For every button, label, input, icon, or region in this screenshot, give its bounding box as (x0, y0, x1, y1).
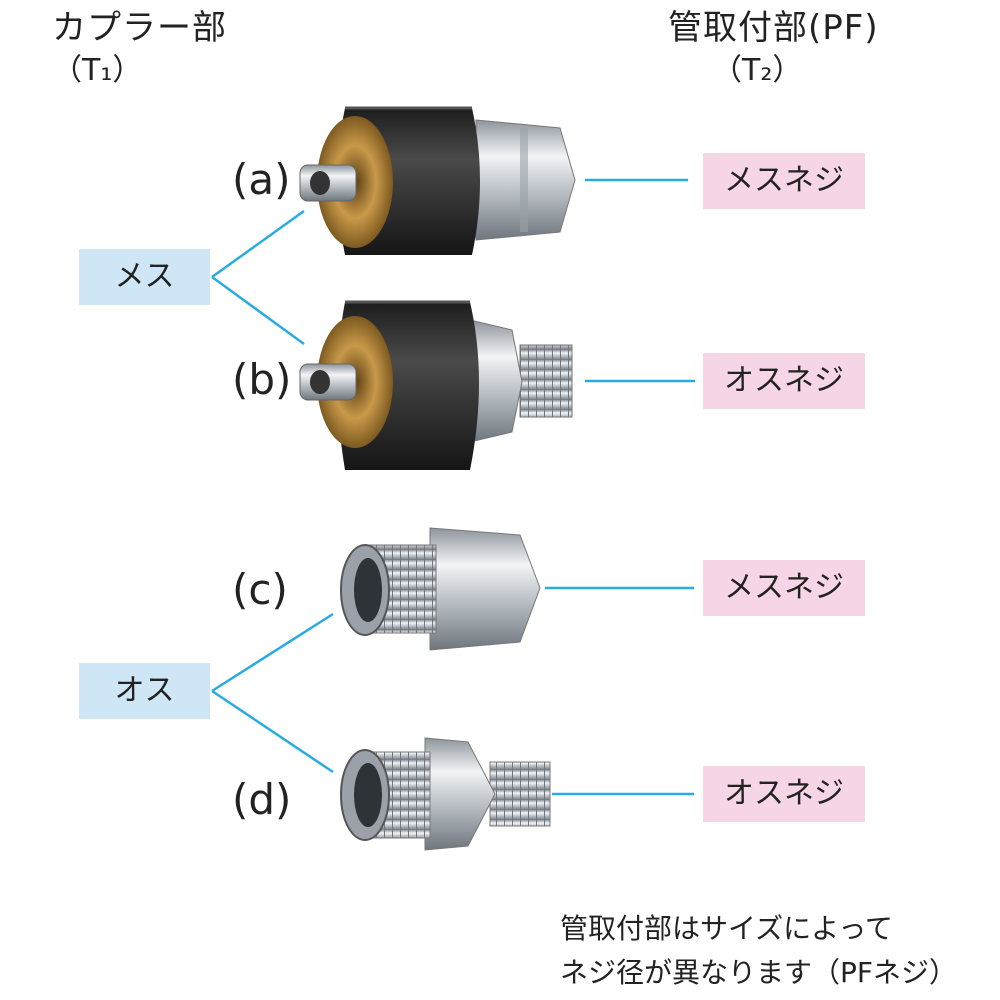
fitting-a-image (299, 106, 576, 255)
note-line-1: 管取付部はサイズによって (560, 912, 893, 945)
connector-lines (211, 178, 695, 796)
label-d: (d) (232, 775, 292, 824)
group-female-box: メス (79, 249, 210, 305)
fitting-b-image (299, 300, 573, 470)
thread-box-d: オスネジ (703, 766, 865, 822)
pipe-subtitle: （T₂） (712, 53, 803, 88)
fitting-d-image (340, 737, 551, 851)
line-male-d (211, 689, 334, 774)
label-b: (b) (232, 355, 292, 404)
coupler-subtitle: （T₁） (52, 53, 143, 88)
coupler-title: カプラー部 (52, 8, 227, 48)
pipe-title: 管取付部(PF) (668, 8, 879, 48)
line-male-c (211, 612, 334, 693)
group-male-box: オス (79, 663, 210, 719)
note-line-2: ネジ径が異なります（PFネジ） (560, 956, 957, 989)
thread-box-c: メスネジ (703, 560, 865, 616)
fitting-c-image (340, 527, 541, 651)
thread-box-a: メスネジ (703, 153, 865, 209)
line-female-a (211, 209, 305, 279)
label-c: (c) (232, 565, 288, 614)
line-female-b (211, 275, 305, 346)
thread-box-b: オスネジ (703, 353, 865, 409)
label-a: (a) (232, 155, 291, 204)
